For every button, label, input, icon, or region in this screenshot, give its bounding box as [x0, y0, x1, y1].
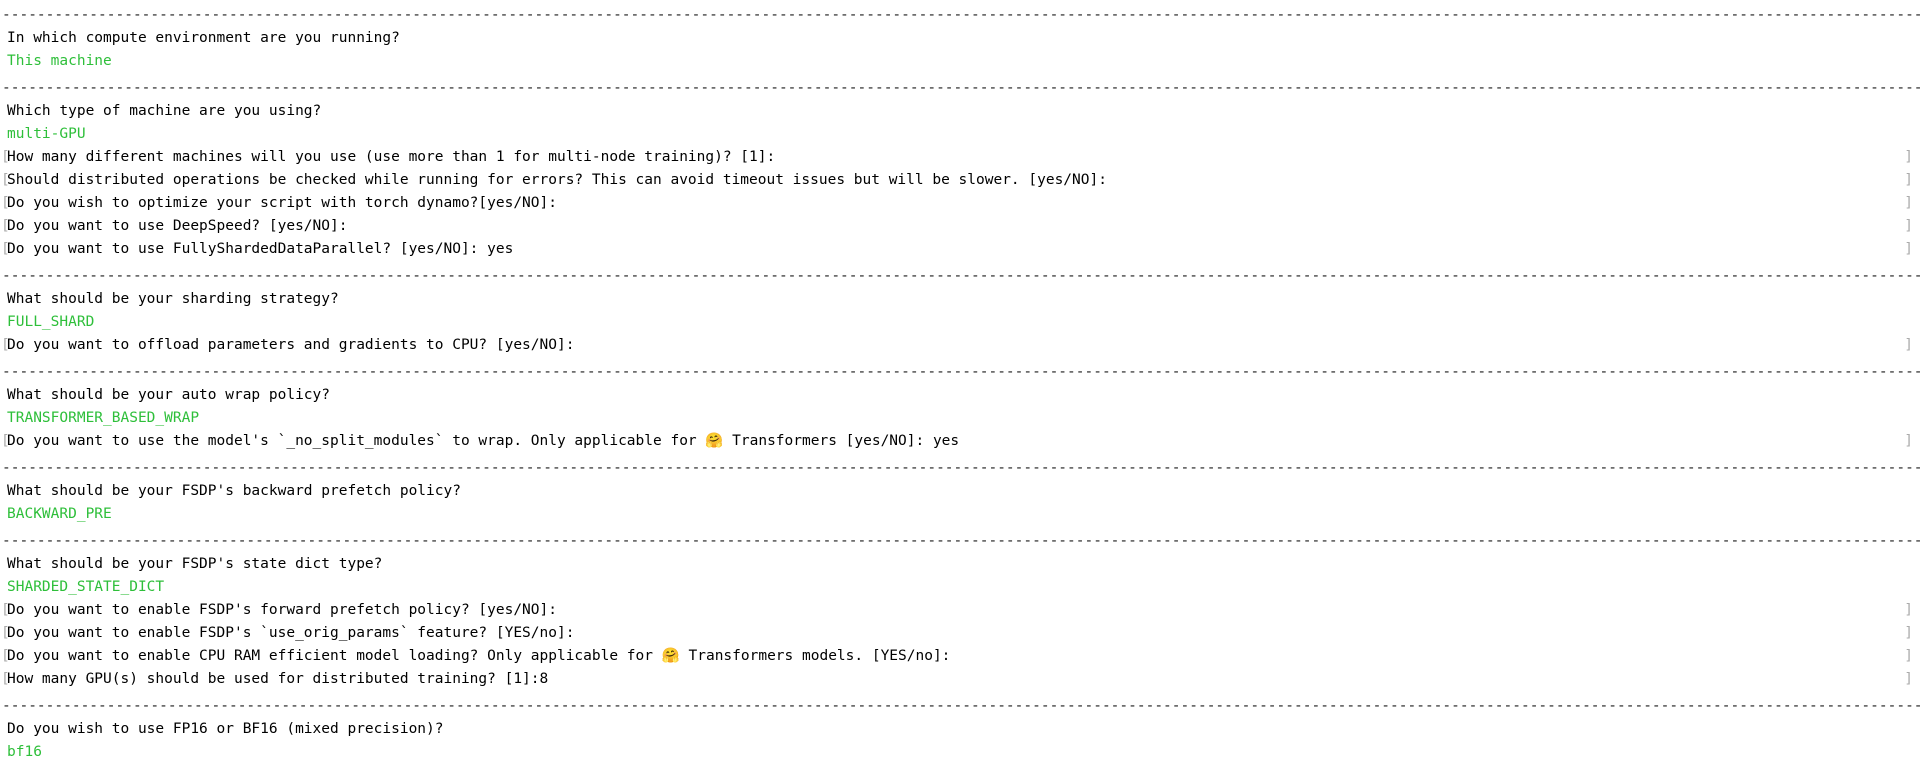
answer-text: This machine [7, 53, 112, 69]
prompt-line[interactable]: [Do you want to enable FSDP's forward pr… [0, 599, 1920, 622]
input-close-bracket: ] [1904, 241, 1913, 257]
question-line: What should be your sharding strategy? [0, 288, 1920, 311]
input-open-bracket: [ [1, 602, 10, 618]
separator-line: ----------------------------------------… [2, 268, 1920, 284]
prompt-line[interactable]: [How many different machines will you us… [0, 146, 1920, 169]
answer-line: bf16 [0, 741, 1920, 764]
separator-line: ----------------------------------------… [2, 80, 1920, 96]
prompt-text: Do you wish to optimize your script with… [7, 195, 557, 211]
prompt-text: Do you want to use the model's `_no_spli… [7, 433, 960, 449]
question-line: What should be your auto wrap policy? [0, 384, 1920, 407]
prompt-text: How many different machines will you use… [7, 149, 776, 165]
separator-line: ----------------------------------------… [2, 533, 1920, 549]
answer-line: SHARDED_STATE_DICT [0, 576, 1920, 599]
answer-text: multi-GPU [7, 126, 86, 142]
input-open-bracket: [ [1, 218, 10, 234]
answer-text: TRANSFORMER_BASED_WRAP [7, 410, 200, 426]
prompt-line[interactable]: [Do you want to enable CPU RAM efficient… [0, 645, 1920, 668]
prompt-text: Do you want to enable CPU RAM efficient … [7, 648, 951, 664]
answer-line: BACKWARD_PRE [0, 503, 1920, 526]
answer-line: This machine [0, 50, 1920, 73]
question-text: Do you wish to use FP16 or BF16 (mixed p… [7, 721, 444, 737]
input-open-bracket: [ [1, 625, 10, 641]
input-close-bracket: ] [1904, 218, 1913, 234]
input-open-bracket: [ [1, 241, 10, 257]
prompt-text: Should distributed operations be checked… [7, 172, 1107, 188]
answer-text: FULL_SHARD [7, 314, 95, 330]
prompt-text: Do you want to enable FSDP's `use_orig_p… [7, 625, 575, 641]
answer-line: TRANSFORMER_BASED_WRAP [0, 407, 1920, 430]
question-text: Which type of machine are you using? [7, 103, 322, 119]
input-open-bracket: [ [1, 172, 10, 188]
prompt-line[interactable]: [Do you want to enable FSDP's `use_orig_… [0, 622, 1920, 645]
question-line: In which compute environment are you run… [0, 27, 1920, 50]
input-open-bracket: [ [1, 433, 10, 449]
input-close-bracket: ] [1904, 671, 1913, 687]
answer-text: SHARDED_STATE_DICT [7, 579, 165, 595]
prompt-text: Do you want to offload parameters and gr… [7, 337, 575, 353]
input-open-bracket: [ [1, 671, 10, 687]
question-text: What should be your FSDP's state dict ty… [7, 556, 383, 572]
question-text: What should be your auto wrap policy? [7, 387, 331, 403]
prompt-line[interactable]: [How many GPU(s) should be used for dist… [0, 668, 1920, 691]
question-text: What should be your FSDP's backward pref… [7, 483, 461, 499]
prompt-text: Do you want to use FullyShardedDataParal… [7, 241, 514, 257]
answer-text: BACKWARD_PRE [7, 506, 112, 522]
prompt-text: Do you want to enable FSDP's forward pre… [7, 602, 557, 618]
answer-text: bf16 [7, 744, 42, 760]
input-open-bracket: [ [1, 648, 10, 664]
separator-line: ----------------------------------------… [2, 364, 1920, 380]
input-close-bracket: ] [1904, 625, 1913, 641]
prompt-line[interactable]: [Do you want to use the model's `_no_spl… [0, 430, 1920, 453]
prompt-line[interactable]: [Do you wish to optimize your script wit… [0, 192, 1920, 215]
question-line: What should be your FSDP's backward pref… [0, 480, 1920, 503]
question-line: What should be your FSDP's state dict ty… [0, 553, 1920, 576]
prompt-line[interactable]: [Should distributed operations be checke… [0, 169, 1920, 192]
question-text: In which compute environment are you run… [7, 30, 400, 46]
question-line: Do you wish to use FP16 or BF16 (mixed p… [0, 718, 1920, 741]
answer-line: FULL_SHARD [0, 311, 1920, 334]
input-close-bracket: ] [1904, 337, 1913, 353]
prompt-text: How many GPU(s) should be used for distr… [7, 671, 549, 687]
prompt-line[interactable]: [Do you want to use FullyShardedDataPara… [0, 238, 1920, 261]
input-close-bracket: ] [1904, 602, 1913, 618]
input-close-bracket: ] [1904, 648, 1913, 664]
answer-line: multi-GPU [0, 123, 1920, 146]
input-close-bracket: ] [1904, 195, 1913, 211]
question-text: What should be your sharding strategy? [7, 291, 339, 307]
prompt-text: Do you want to use DeepSpeed? [yes/NO]: [7, 218, 348, 234]
prompt-line[interactable]: [Do you want to offload parameters and g… [0, 334, 1920, 357]
input-open-bracket: [ [1, 195, 10, 211]
separator-line: ----------------------------------------… [2, 7, 1920, 23]
input-close-bracket: ] [1904, 172, 1913, 188]
input-close-bracket: ] [1904, 433, 1913, 449]
prompt-line[interactable]: [Do you want to use DeepSpeed? [yes/NO]:… [0, 215, 1920, 238]
input-close-bracket: ] [1904, 149, 1913, 165]
input-open-bracket: [ [1, 149, 10, 165]
separator-line: ----------------------------------------… [2, 698, 1920, 714]
input-open-bracket: [ [1, 337, 10, 353]
question-line: Which type of machine are you using? [0, 100, 1920, 123]
separator-line: ----------------------------------------… [2, 460, 1920, 476]
